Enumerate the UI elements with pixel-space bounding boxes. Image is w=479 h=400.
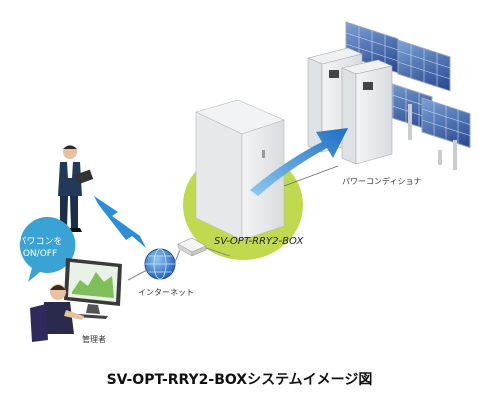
monitor-icon [64,258,122,319]
inverter-leader-line [283,165,339,187]
bubble-text: パワコンを ON/OFF [12,236,68,260]
control-box-icon [195,99,285,241]
arrow-icon [250,128,348,196]
diagram-caption: SV-OPT-RRY2-BOXシステムイメージ図 [106,372,373,388]
admin-person-icon [30,284,84,342]
cable-line [205,247,231,257]
internet-label: インターネット [138,288,194,297]
admin-label: 管理者 [82,335,106,344]
globe-icon [144,248,176,280]
bubble-line-2: ON/OFF [22,249,58,259]
router-icon [177,237,207,257]
inverter-label: パワーコンディショナ [342,177,422,186]
bubble-line-1: パワコンを [17,237,63,247]
speech-bubble [19,217,76,282]
inverter-icon [307,47,393,165]
person-icon [56,145,94,232]
lightning-icon [94,196,146,248]
globe-pc-line [127,269,148,281]
globe-router-line [174,249,181,263]
device-label: SV-OPT-RRY2-BOX [214,236,304,247]
solar-panel-icon [345,21,471,170]
